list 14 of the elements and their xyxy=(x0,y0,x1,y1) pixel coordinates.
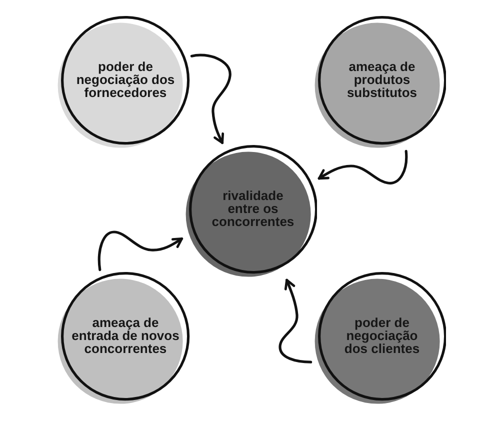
circle-node xyxy=(184,144,318,278)
curved-arrow xyxy=(278,278,312,364)
curved-arrow xyxy=(190,54,232,144)
node-label: poder de negociação dos fornecedores xyxy=(75,60,176,100)
node-label: poder de negociação dos clientes xyxy=(343,316,421,356)
curved-arrow xyxy=(98,230,184,272)
circle-node xyxy=(56,272,190,406)
node-label: ameaça de entrada de novos concorrentes xyxy=(70,316,180,356)
circle-node xyxy=(56,16,190,150)
node-label: ameaça de produtos substitutos xyxy=(346,60,418,100)
node-label: rivalidade entre os concorrentes xyxy=(210,189,296,228)
circle-node xyxy=(312,16,446,150)
curved-arrow xyxy=(318,150,408,184)
circle-node xyxy=(312,272,446,406)
